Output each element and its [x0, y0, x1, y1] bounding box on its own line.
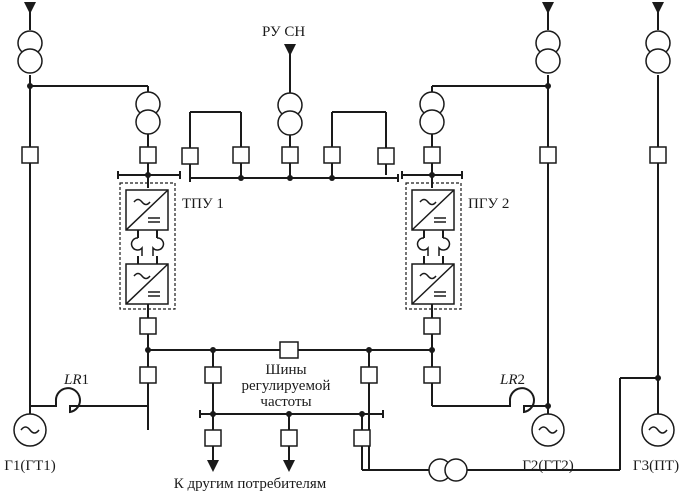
tie-breaker-right	[377, 147, 395, 165]
regulated-bus	[148, 341, 620, 472]
lr1-label: LR1	[63, 372, 89, 388]
tpu1-column	[117, 91, 181, 430]
tpu1-converter-frame	[119, 182, 176, 310]
tpu1-breaker-low	[139, 366, 157, 384]
consumer-breaker-1	[204, 429, 222, 447]
ru-sn-breaker	[281, 146, 299, 164]
feeder-breaker-right	[360, 366, 378, 384]
tie-transformer-icon	[428, 458, 468, 482]
bus-label-line1: Шины	[265, 362, 306, 378]
tpu1-breaker-top	[139, 146, 157, 164]
consumer-breaker-2	[280, 429, 298, 447]
feeder-breaker-left	[204, 366, 222, 384]
bus-label-line2: регулируемой	[242, 378, 331, 394]
g2-generator-icon	[531, 413, 565, 447]
ru-sn-label: РУ СН	[262, 24, 305, 40]
pgu2-breaker-low	[423, 366, 441, 384]
lr1-reactor-icon	[30, 387, 148, 414]
pgu2-breaker-mid	[423, 317, 441, 335]
lr2-reactor-icon	[432, 387, 551, 414]
g1-breaker	[21, 146, 39, 164]
g1-label: Г1(ГТ1)	[4, 458, 56, 474]
tpu1-label: ТПУ 1	[182, 196, 224, 212]
tpu1-breaker-mid	[139, 317, 157, 335]
bus-tie-breaker	[279, 341, 299, 359]
ru-sn-breaker-right	[323, 146, 341, 164]
pgu2-converter-frame	[405, 182, 462, 310]
tie-breaker-left	[181, 147, 199, 165]
ru-sn-breaker-left	[232, 146, 250, 164]
g2-breaker	[539, 146, 557, 164]
pgu2-breaker-top	[423, 146, 441, 164]
bus-label-line3: частоты	[260, 394, 311, 410]
consumers-label: К другим потребителям	[174, 476, 327, 492]
g2-transformer-icon	[535, 30, 561, 74]
ru-sn-section	[181, 44, 399, 182]
g1-generator-icon	[13, 413, 47, 447]
pgu2-label: ПГУ 2	[468, 196, 509, 212]
g3-label: Г3(ПТ)	[633, 458, 679, 474]
lr2-label: LR2	[499, 372, 525, 388]
g3-line	[619, 2, 664, 470]
g3-generator-icon	[641, 413, 675, 447]
consumer-breaker-3	[353, 429, 371, 447]
g2-label: Г2(ГТ2)	[522, 458, 574, 474]
pgu2-column	[401, 83, 551, 406]
g3-transformer-icon	[645, 30, 671, 74]
g3-breaker	[649, 146, 667, 164]
g1-transformer-icon	[17, 30, 43, 74]
